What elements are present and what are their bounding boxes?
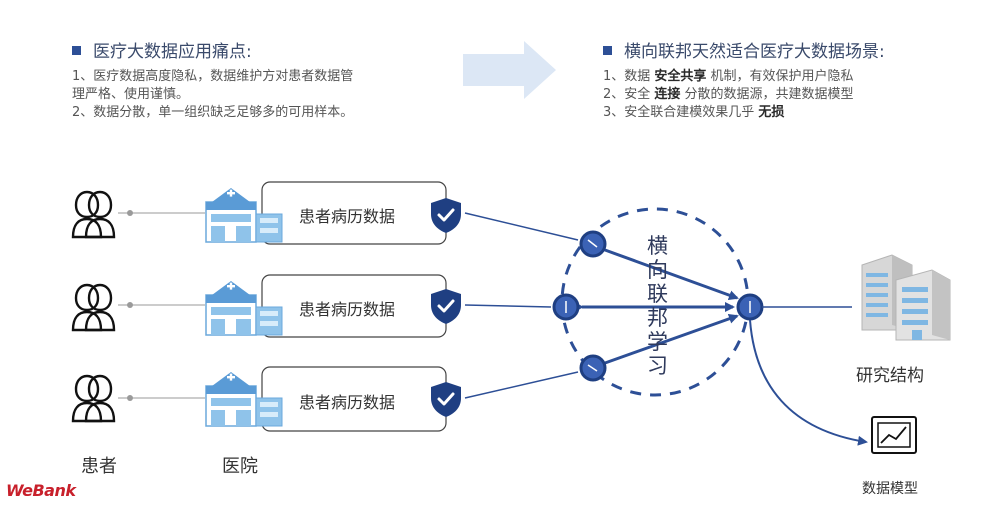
bullet-square-icon xyxy=(603,45,612,55)
arrow-node3-agg xyxy=(595,313,739,371)
link-shield2-node2 xyxy=(464,304,552,308)
link-shield1-node1 xyxy=(464,212,579,241)
aggregator-node xyxy=(736,293,764,321)
row-2 xyxy=(71,274,463,338)
bullet-square-icon xyxy=(72,45,81,55)
pain-points-list: 1、医疗数据高度隐私，数据维护方对患者数据管 理严格、使用谨慎。 2、数据分散，… xyxy=(72,68,353,122)
data-model-icon xyxy=(871,416,917,454)
federated-label-char: 邦 xyxy=(647,306,668,330)
research-institution-label: 研究结构 xyxy=(856,366,924,386)
connector-dot xyxy=(127,210,133,216)
federated-label-char: 学 xyxy=(647,330,668,354)
benefit-1: 1、数据 安全共享 机制，有效保护用户隐私 xyxy=(603,69,854,84)
federated-label-char: 习 xyxy=(647,354,668,378)
webank-logo: WeBank xyxy=(6,481,76,500)
record-label-2: 患者病历数据 xyxy=(299,300,396,319)
benefit-3: 3、安全联合建模效果几乎 无损 xyxy=(603,105,785,120)
data-model-label: 数据模型 xyxy=(862,481,918,497)
patients-label: 患者 xyxy=(81,456,117,477)
pain-points-title: 医疗大数据应用痛点: xyxy=(72,37,252,62)
benefit-2: 2、安全 连接 分散的数据源，共建数据模型 xyxy=(603,87,854,102)
federated-suitability-title: 横向联邦天然适合医疗大数据场景: xyxy=(603,37,885,62)
federated-label-char: 横 xyxy=(647,234,668,258)
connector-dot xyxy=(127,302,133,308)
pain-point-2: 2、数据分散，单一组织缺乏足够多的可用样本。 xyxy=(72,105,354,120)
hospitals-label: 医院 xyxy=(222,456,258,477)
federated-label-char: 向 xyxy=(647,258,668,282)
transition-arrow xyxy=(463,41,556,99)
link-shield3-node3 xyxy=(464,371,579,399)
node-1 xyxy=(579,230,607,258)
federated-label-char: 联 xyxy=(647,282,668,306)
arrow-node1-agg xyxy=(595,242,739,300)
row-3 xyxy=(71,366,463,432)
pain-point-1-line-1: 1、医疗数据高度隐私，数据维护方对患者数据管 xyxy=(72,69,354,84)
research-building-icon xyxy=(861,254,951,341)
pain-point-1-line-2: 理严格、使用谨慎。 xyxy=(72,87,190,102)
arrow-agg-model xyxy=(749,319,868,446)
federated-benefits-list: 1、数据 安全共享 机制，有效保护用户隐私 2、安全 连接 分散的数据源，共建数… xyxy=(603,68,854,122)
node-3 xyxy=(579,354,607,382)
node-2 xyxy=(552,293,580,321)
row-1 xyxy=(71,181,463,245)
record-label-1: 患者病历数据 xyxy=(299,207,396,226)
connector-dot xyxy=(127,395,133,401)
record-label-3: 患者病历数据 xyxy=(299,393,396,412)
